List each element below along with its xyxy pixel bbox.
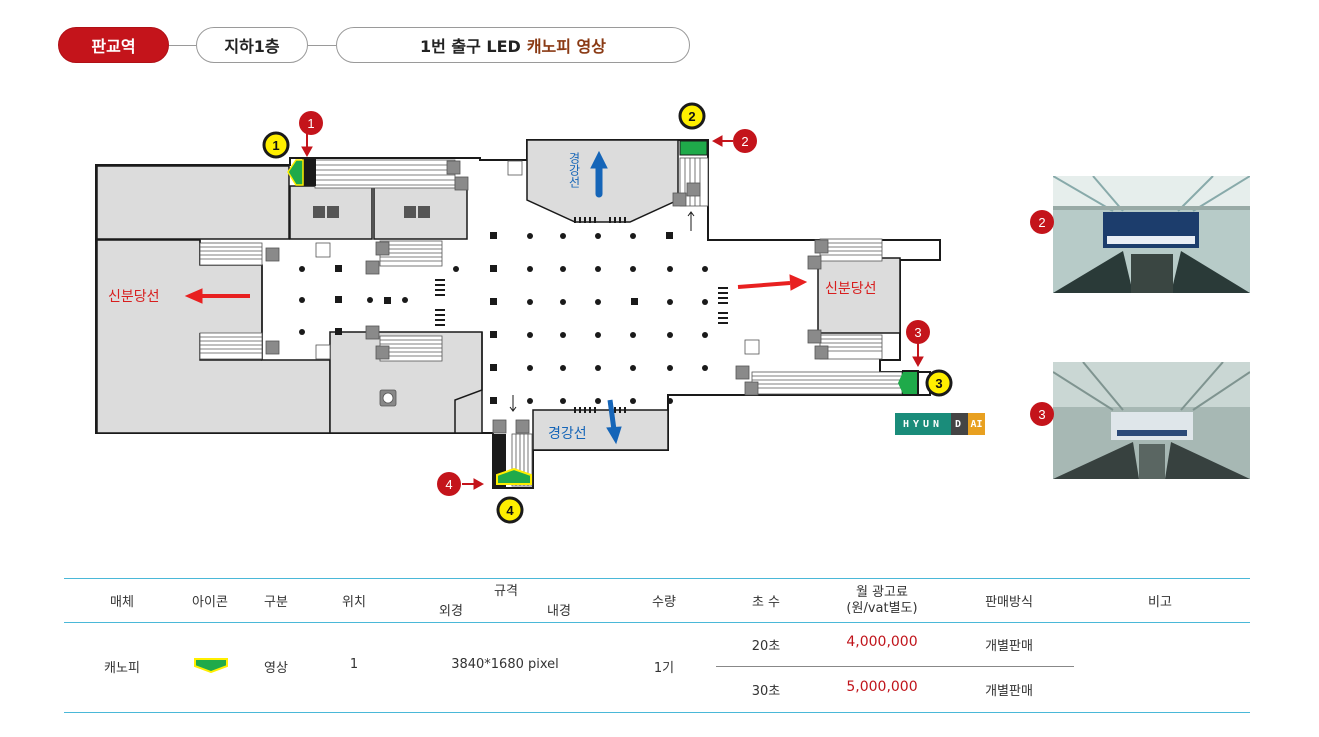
red-marker-4: 4 xyxy=(445,477,452,492)
breadcrumb-station[interactable]: 판교역 xyxy=(58,27,169,63)
th-icon: 아이콘 xyxy=(192,595,228,610)
td-seconds-2: 30초 xyxy=(751,684,781,699)
yellow-marker-4: 4 xyxy=(506,503,514,518)
td-location: 1 xyxy=(349,657,359,672)
th-monthly-fee: 월 광고료 xyxy=(856,585,908,600)
yellow-marker-3: 3 xyxy=(935,376,942,391)
td-seconds-1: 20초 xyxy=(751,639,781,654)
photo-marker-2: 2 xyxy=(1038,215,1045,230)
hyundai-logo: HYUN D AI xyxy=(895,413,985,435)
yellow-marker-1: 1 xyxy=(272,138,279,153)
photo-marker-3: 3 xyxy=(1038,407,1045,422)
td-price-2: 5,000,000 xyxy=(846,679,918,695)
exit1-wall xyxy=(302,158,316,186)
red-marker-3: 3 xyxy=(914,325,921,340)
td-price-1: 4,000,000 xyxy=(846,634,918,650)
canopy-icon-2 xyxy=(679,140,708,156)
th-spec: 규격 xyxy=(494,584,518,599)
red-marker-1: 1 xyxy=(307,116,314,131)
pillars xyxy=(299,232,708,404)
canopy-icon xyxy=(194,657,228,674)
map-markers: 1 2 3 4 1 2 3 4 xyxy=(262,102,953,524)
floor-plan-drawing xyxy=(95,133,941,490)
shinbundang-arrows xyxy=(184,274,808,304)
floor-map: 1 2 3 4 1 2 3 4 신분당선 신분당선 경강선 경강선 HYUN D… xyxy=(95,102,1250,524)
th-medium: 매체 xyxy=(110,595,134,610)
canopy-icon-1 xyxy=(287,159,304,186)
label-shinbundang-left: 신분당선 xyxy=(108,289,160,305)
th-remarks: 비고 xyxy=(1148,595,1172,610)
gates xyxy=(435,217,728,413)
red-marker-2: 2 xyxy=(741,134,748,149)
label-gyeonggang-top: 경강선 xyxy=(567,152,581,188)
td-sales-1: 개별판매 xyxy=(985,639,1033,654)
td-quantity: 1기 xyxy=(653,661,675,676)
photo-exit-3 xyxy=(1053,362,1250,479)
arrow-down-small xyxy=(509,395,517,412)
canopy-icon-4 xyxy=(496,467,532,485)
row-separator xyxy=(716,666,1074,667)
facility-icons xyxy=(265,160,829,434)
title-accent: 캐노피 영상 xyxy=(526,37,606,56)
breadcrumb-connector xyxy=(308,45,336,46)
th-spec-outer: 외경 xyxy=(439,604,463,619)
th-monthly-fee-note: (원/vat별도) xyxy=(846,601,918,616)
canopy-icon-3 xyxy=(898,372,917,394)
breadcrumb-floor[interactable]: 지하1층 xyxy=(196,27,308,63)
td-type: 영상 xyxy=(264,661,288,676)
photo-markers: 2 3 xyxy=(1030,210,1054,426)
arrow-up-small xyxy=(687,211,695,231)
red-marker-arrows xyxy=(301,133,924,490)
ad-spec-table: 매체 아이콘 구분 위치 규격 외경 내경 수량 초 수 월 광고료 (원/va… xyxy=(64,578,1250,713)
yellow-marker-2: 2 xyxy=(688,109,695,124)
area-left-upper xyxy=(96,165,290,240)
title-main: 1번 출구 LED xyxy=(419,37,521,56)
th-spec-inner: 내경 xyxy=(547,604,571,619)
th-location: 위치 xyxy=(342,595,366,610)
td-spec: 3840*1680 pixel xyxy=(451,657,559,672)
th-seconds: 초 수 xyxy=(751,595,781,610)
th-type: 구분 xyxy=(264,595,288,610)
area-gyeonggang-bottom xyxy=(532,409,669,451)
label-gyeonggang-bottom: 경강선 xyxy=(548,426,587,442)
breadcrumb-connector xyxy=(169,45,196,46)
gyeonggang-arrows xyxy=(590,150,622,445)
photo-exit-2 xyxy=(1053,176,1250,293)
table-header xyxy=(64,579,1250,623)
td-sales-2: 개별판매 xyxy=(985,684,1033,699)
th-sales: 판매방식 xyxy=(985,595,1033,610)
td-medium: 캐노피 xyxy=(104,661,140,676)
th-quantity: 수량 xyxy=(652,595,676,610)
label-shinbundang-right: 신분당선 xyxy=(825,281,877,297)
breadcrumb-title: 1번 출구 LED 캐노피 영상 xyxy=(336,27,690,63)
restroom-icons xyxy=(313,206,430,218)
